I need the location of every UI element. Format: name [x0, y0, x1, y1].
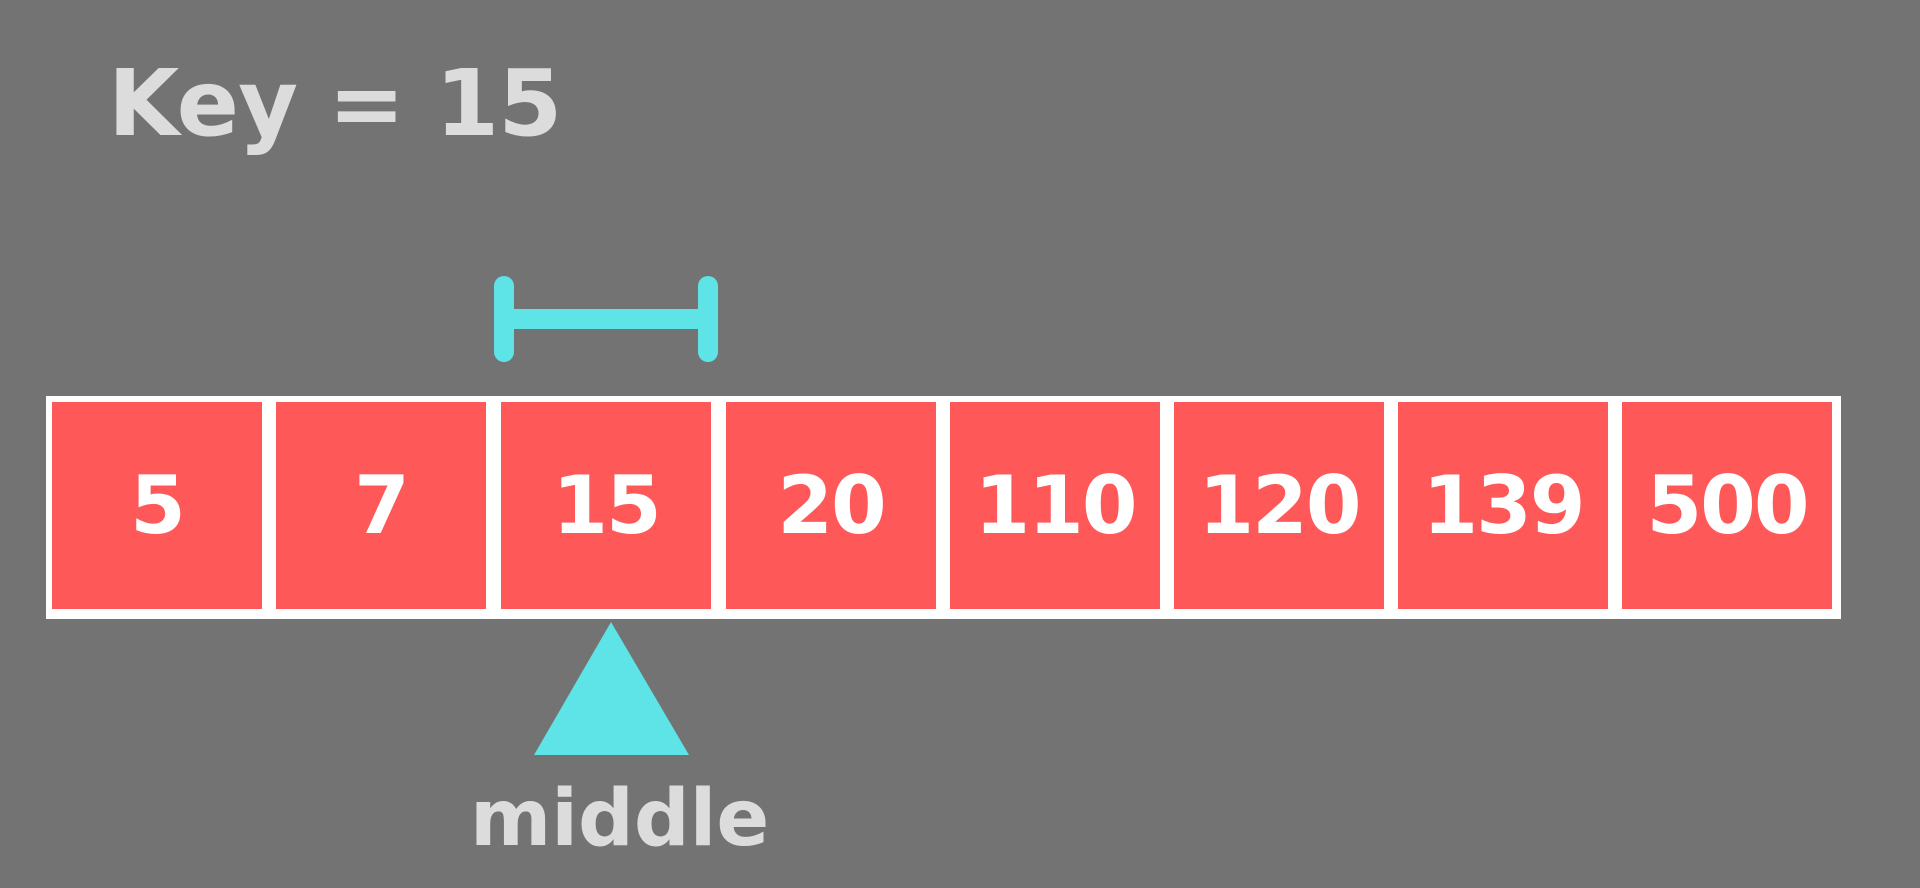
cell-value: 20 — [777, 459, 886, 552]
array: 5 7 15 20 110 120 139 500 — [46, 396, 1841, 619]
key-label: Key = 15 — [108, 50, 562, 157]
array-cell: 139 — [1398, 402, 1608, 609]
array-cell: 20 — [726, 402, 936, 609]
cell-value: 139 — [1422, 459, 1586, 552]
array-cell: 5 — [52, 402, 262, 609]
array-cell: 110 — [950, 402, 1160, 609]
cell-value: 15 — [552, 459, 661, 552]
array-cell: 7 — [276, 402, 486, 609]
array-cell: 15 — [501, 402, 711, 609]
cell-value: 500 — [1646, 459, 1810, 552]
cell-value: 110 — [974, 459, 1138, 552]
cell-value: 7 — [354, 459, 410, 552]
cell-value: 5 — [130, 459, 186, 552]
array-cell: 500 — [1622, 402, 1832, 609]
cell-value: 120 — [1198, 459, 1362, 552]
array-cell: 120 — [1174, 402, 1384, 609]
middle-pointer-label: middle — [470, 774, 770, 864]
